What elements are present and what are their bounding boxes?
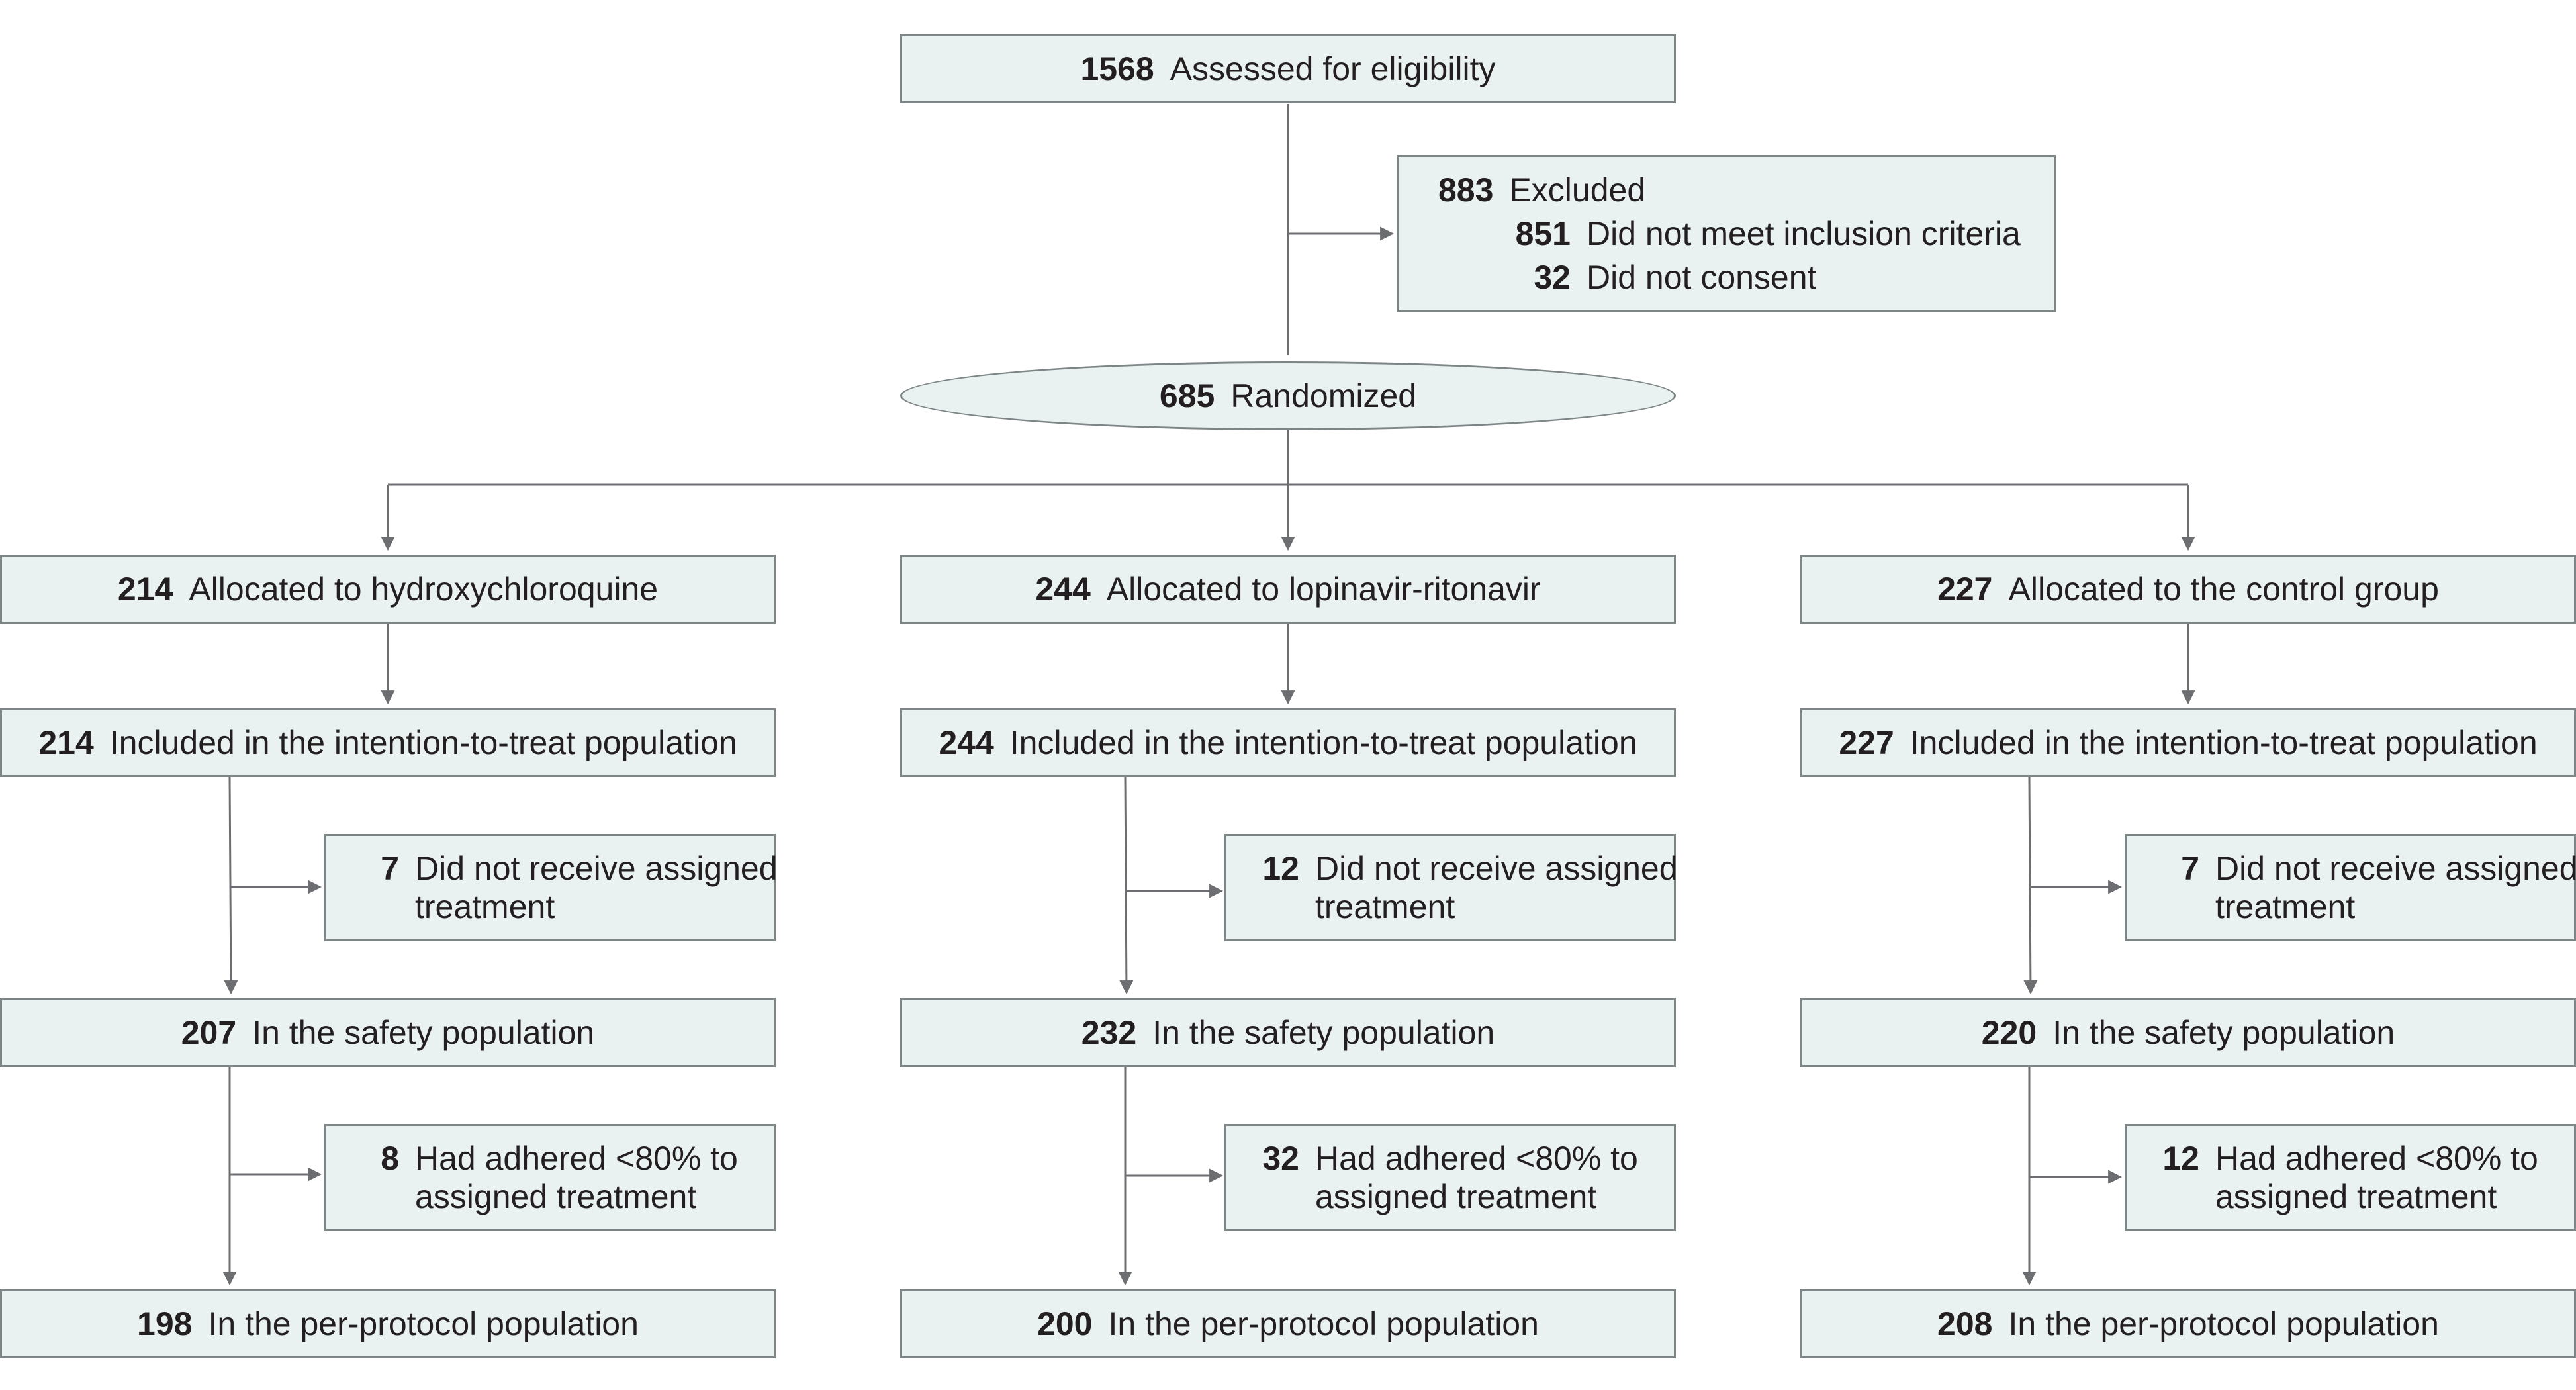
arm1-safety-box: 207 In the safety population (0, 998, 776, 1067)
arm2-per-protocol-box: 200 In the per-protocol population (900, 1289, 1676, 1358)
arm2-adherence-box: 32 Had adhered <80% to assigned treatmen… (1224, 1124, 1676, 1231)
arm1-safety-label: In the safety population (252, 1014, 595, 1051)
arm1-itt-count: 214 (38, 724, 94, 761)
arm1-not-received-box: 7 Did not receive assigned treatment (324, 834, 778, 941)
arm1-not-received-line1: Did not receive assigned (415, 850, 778, 887)
assessed-count: 1568 (1080, 50, 1154, 87)
arm1-adherence-box: 8 Had adhered <80% to assigned treatment (324, 1124, 776, 1231)
arm3-itt-label: Included in the intention-to-treat popul… (1909, 724, 2538, 761)
arm2-adherence-line2: assigned treatment (1315, 1178, 1597, 1215)
arm1-adherence-count: 8 (381, 1140, 399, 1177)
randomized-oval: 685 Randomized (900, 361, 1676, 430)
arm2-not-received-line2: treatment (1315, 888, 1455, 925)
excluded-count: 883 (1438, 171, 1494, 208)
arm3-per-protocol-count: 208 (1937, 1305, 1993, 1342)
arm2-allocated-box: 244 Allocated to lopinavir-ritonavir (900, 555, 1676, 624)
arm2-not-received-line1: Did not receive assigned (1315, 850, 1678, 887)
excluded-criteria-count: 851 (1515, 215, 1571, 252)
arm2-per-protocol-label: In the per-protocol population (1108, 1305, 1539, 1342)
arm3-not-received-line1: Did not receive assigned (2215, 850, 2576, 887)
arm1-allocated-box: 214 Allocated to hydroxychloroquine (0, 555, 776, 624)
arm2-not-received-box: 12 Did not receive assigned treatment (1224, 834, 1678, 941)
arm3-adherence-count: 12 (2162, 1140, 2199, 1177)
excluded-consent-count: 32 (1534, 259, 1571, 296)
arm2-adherence-line1: Had adhered <80% to (1315, 1140, 1638, 1177)
arm3-safety-box: 220 In the safety population (1800, 998, 2576, 1067)
arm2-itt-count: 244 (939, 724, 994, 761)
arm1-adherence-line2: assigned treatment (415, 1178, 697, 1215)
arm3-per-protocol-box: 208 In the per-protocol population (1800, 1289, 2576, 1358)
arm3-allocated-label: Allocated to the control group (2008, 571, 2439, 608)
assessed-label: Assessed for eligibility (1170, 50, 1496, 87)
arm3-safety-label: In the safety population (2052, 1014, 2395, 1051)
assessed-box: 1568 Assessed for eligibility (900, 34, 1676, 103)
arm2-allocated-label: Allocated to lopinavir-ritonavir (1106, 571, 1541, 608)
arm3-not-received-line2: treatment (2215, 888, 2356, 925)
arm2-allocated-count: 244 (1035, 571, 1091, 608)
arm3-per-protocol-label: In the per-protocol population (2008, 1305, 2439, 1342)
arm2-itt-box: 244 Included in the intention-to-treat p… (900, 708, 1676, 777)
arm2-adherence-count: 32 (1262, 1140, 1299, 1177)
excluded-label: Excluded (1509, 171, 1646, 208)
arm1-allocated-count: 214 (117, 571, 173, 608)
randomized-count: 685 (1159, 377, 1215, 414)
arm2-not-received-count: 12 (1262, 850, 1299, 887)
arm1-per-protocol-count: 198 (137, 1305, 193, 1342)
arm3-not-received-count: 7 (2181, 850, 2199, 887)
arm3-adherence-line1: Had adhered <80% to (2215, 1140, 2538, 1177)
arm1-safety-count: 207 (181, 1014, 237, 1051)
arm1-not-received-line2: treatment (415, 888, 555, 925)
arm2-safety-label: In the safety population (1152, 1014, 1495, 1051)
arm3-itt-count: 227 (1839, 724, 1894, 761)
arm3-adherence-line2: assigned treatment (2215, 1178, 2497, 1215)
arm1-per-protocol-label: In the per-protocol population (208, 1305, 639, 1342)
excluded-consent-label: Did not consent (1587, 259, 1817, 296)
arm2-safety-count: 232 (1081, 1014, 1137, 1051)
arm3-itt-box: 227 Included in the intention-to-treat p… (1800, 708, 2576, 777)
arrow-arm2-safety (1119, 776, 1134, 995)
arm1-itt-label: Included in the intention-to-treat popul… (109, 724, 737, 761)
arm1-allocated-label: Allocated to hydroxychloroquine (189, 571, 659, 608)
arm1-adherence-line1: Had adhered <80% to (415, 1140, 738, 1177)
arrow-arm3-safety (2023, 776, 2038, 995)
arm3-adherence-box: 12 Had adhered <80% to assigned treatmen… (2125, 1124, 2576, 1231)
arm2-per-protocol-count: 200 (1037, 1305, 1093, 1342)
arm1-not-received-count: 7 (381, 850, 399, 887)
arm2-safety-box: 232 In the safety population (900, 998, 1676, 1067)
arm2-itt-label: Included in the intention-to-treat popul… (1009, 724, 1637, 761)
arm3-not-received-box: 7 Did not receive assigned treatment (2125, 834, 2576, 941)
arrow-arm1-safety (224, 776, 238, 995)
arm1-per-protocol-box: 198 In the per-protocol population (0, 1289, 776, 1358)
excluded-criteria-label: Did not meet inclusion criteria (1587, 215, 2021, 252)
arm3-safety-count: 220 (1981, 1014, 2037, 1051)
arm3-allocated-box: 227 Allocated to the control group (1800, 555, 2576, 624)
excluded-box: 883 Excluded 851 Did not meet inclusion … (1397, 155, 2056, 312)
arm3-allocated-count: 227 (1937, 571, 1993, 608)
randomized-label: Randomized (1230, 377, 1417, 414)
arm1-itt-box: 214 Included in the intention-to-treat p… (0, 708, 776, 777)
